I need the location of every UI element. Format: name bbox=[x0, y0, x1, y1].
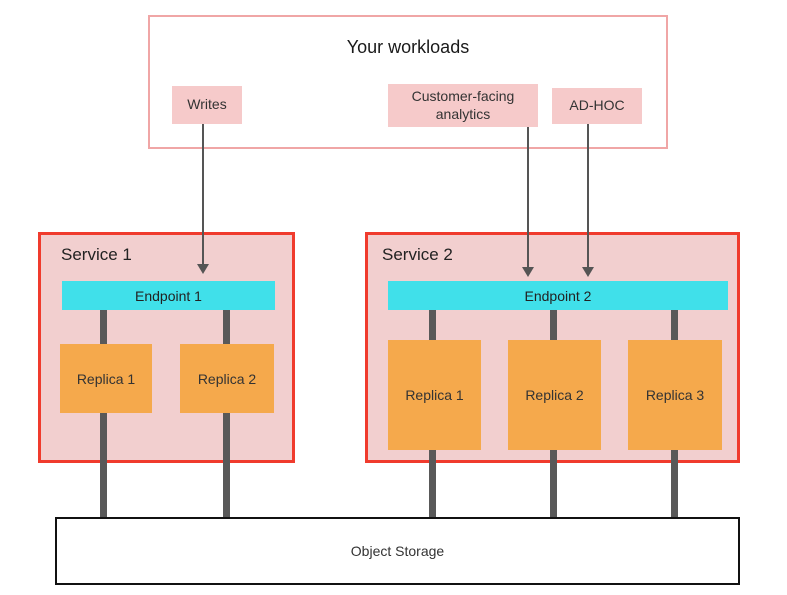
object-storage-box: Object Storage bbox=[55, 517, 740, 585]
workloads-title: Your workloads bbox=[346, 37, 470, 57]
arrow-analytics-to-endpoint2 bbox=[527, 127, 529, 267]
workload-ad-hoc: AD-HOC bbox=[552, 88, 642, 124]
service-2-replica-2: Replica 2 bbox=[508, 340, 601, 450]
arrowhead-analytics-to-endpoint2-icon bbox=[522, 267, 534, 277]
service-2-replica-1: Replica 1 bbox=[388, 340, 481, 450]
service-2-replica-3: Replica 3 bbox=[628, 340, 722, 450]
service-2-endpoint: Endpoint 2 bbox=[388, 281, 728, 310]
connector-s2-endpoint-replica2 bbox=[550, 310, 557, 340]
connector-s2-replica2-storage bbox=[550, 450, 557, 517]
connector-s2-replica1-storage bbox=[429, 450, 436, 517]
connector-s1-endpoint-replica2 bbox=[223, 310, 230, 344]
workloads-box: Your workloads Writes Customer-facing an… bbox=[148, 15, 668, 149]
connector-s2-endpoint-replica3 bbox=[671, 310, 678, 340]
service-1-replica-2: Replica 2 bbox=[180, 344, 274, 413]
connector-s1-replica2-storage bbox=[223, 413, 230, 517]
arrow-adhoc-to-endpoint2 bbox=[587, 124, 589, 267]
service-2-box: Service 2 Endpoint 2 Replica 1 Replica 2… bbox=[365, 232, 740, 463]
connector-s1-replica1-storage bbox=[100, 413, 107, 517]
connector-s1-endpoint-replica1 bbox=[100, 310, 107, 344]
service-1-label: Service 1 bbox=[61, 245, 132, 264]
arrow-writes-to-endpoint1 bbox=[202, 124, 204, 264]
workload-customer-facing-analytics: Customer-facing analytics bbox=[388, 84, 538, 127]
workload-writes: Writes bbox=[172, 86, 242, 124]
connector-s2-replica3-storage bbox=[671, 450, 678, 517]
service-2-label: Service 2 bbox=[382, 245, 453, 264]
service-1-replica-1: Replica 1 bbox=[60, 344, 152, 413]
arrowhead-writes-to-endpoint1-icon bbox=[197, 264, 209, 274]
service-1-endpoint: Endpoint 1 bbox=[62, 281, 275, 310]
object-storage-label: Object Storage bbox=[350, 543, 445, 559]
connector-s2-endpoint-replica1 bbox=[429, 310, 436, 340]
service-1-box: Service 1 Endpoint 1 Replica 1 Replica 2 bbox=[38, 232, 295, 463]
arrowhead-adhoc-to-endpoint2-icon bbox=[582, 267, 594, 277]
